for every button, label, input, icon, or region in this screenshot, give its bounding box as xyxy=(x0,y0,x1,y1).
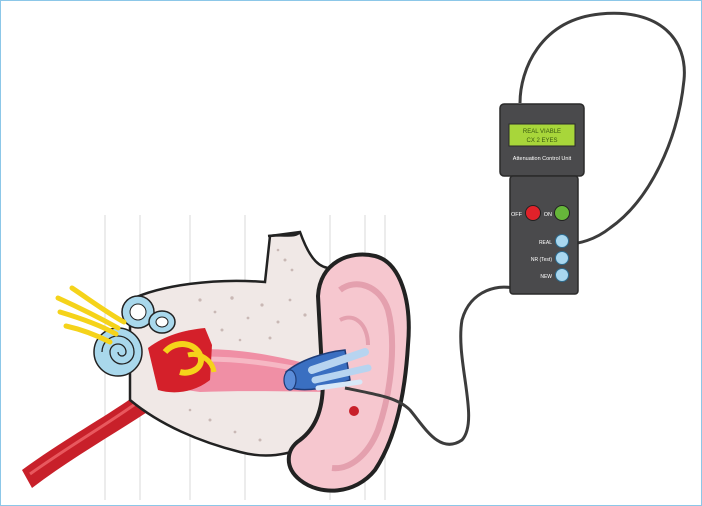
off-label: OFF xyxy=(511,212,523,218)
real-button[interactable] xyxy=(556,235,569,248)
off-button[interactable] xyxy=(526,206,541,221)
device-caption: Attenuation Control Unit xyxy=(513,156,572,162)
real-label: REAL xyxy=(539,240,552,246)
earlobe-dot xyxy=(349,406,359,416)
on-label: ON xyxy=(544,212,552,218)
nr-test-button[interactable] xyxy=(556,252,569,265)
display-line-1: REAL VIABLE xyxy=(523,129,561,135)
auditory-nerve xyxy=(58,288,124,342)
control-unit: REAL VIABLE CX 2 EYES Attenuation Contro… xyxy=(500,104,584,294)
on-button[interactable] xyxy=(555,206,570,221)
new-label: NEW xyxy=(540,274,552,280)
nr-test-label: NR (Test) xyxy=(531,257,552,263)
new-button[interactable] xyxy=(556,269,569,282)
display-line-2: CX 2 EYES xyxy=(526,138,557,144)
